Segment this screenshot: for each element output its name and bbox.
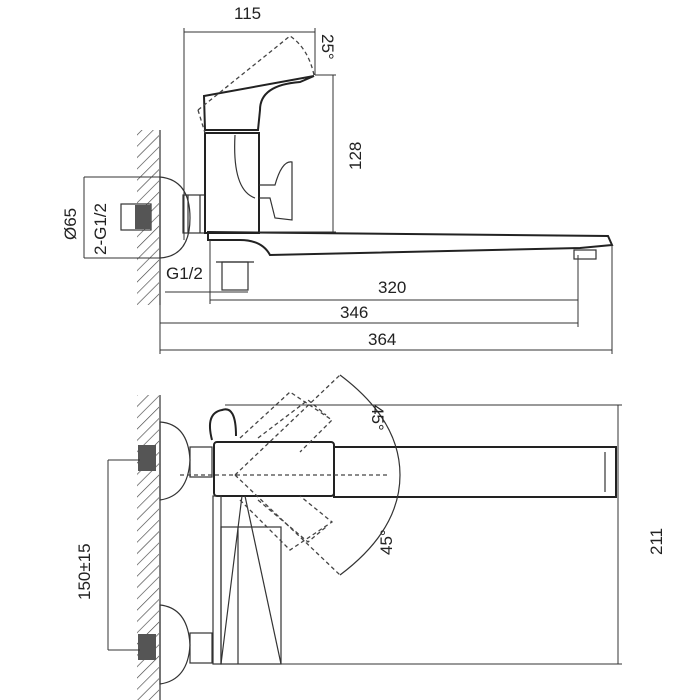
dim-d65: Ø65	[61, 208, 80, 240]
top-side-view: 115 25° 128 2-G1/2 Ø65 G1/2 320 346 364	[61, 4, 614, 354]
dim-346: 346	[340, 303, 368, 322]
dim-45-deg-top: 45°	[368, 405, 387, 431]
dim-45-deg-bottom: 45°	[377, 529, 396, 555]
hook	[209, 408, 237, 441]
valve-body-plan	[213, 441, 335, 497]
dim-320: 320	[378, 278, 406, 297]
spout	[207, 230, 614, 257]
swivel-arc	[339, 374, 401, 576]
dim-364: 364	[368, 330, 396, 349]
dim-25-deg: 25°	[318, 34, 337, 60]
escutcheon-lower	[159, 604, 191, 685]
dim-115: 115	[234, 4, 261, 23]
dim-g1-2: G1/2	[166, 264, 203, 283]
nut	[182, 194, 206, 234]
escutcheon-upper	[159, 421, 191, 501]
valve-body	[204, 132, 260, 234]
aerator	[573, 249, 597, 260]
swivel-upper-position	[239, 391, 334, 453]
handle-alt-position	[197, 35, 315, 111]
bath-outlet	[221, 261, 249, 291]
handle-lever	[202, 75, 315, 131]
diverter-knob	[259, 161, 293, 221]
wall-hatch-bottom	[137, 395, 159, 700]
dim-2-g1-2: 2-G1/2	[91, 203, 110, 255]
spout-plan	[333, 446, 617, 498]
dim-128: 128	[346, 142, 365, 170]
swivel-lower-position	[239, 495, 334, 551]
dim-211: 211	[647, 528, 666, 555]
plan-view: 45° 45° 150±15 211	[75, 374, 666, 700]
escutcheon	[159, 176, 191, 259]
dim-150-15: 150±15	[75, 543, 94, 600]
